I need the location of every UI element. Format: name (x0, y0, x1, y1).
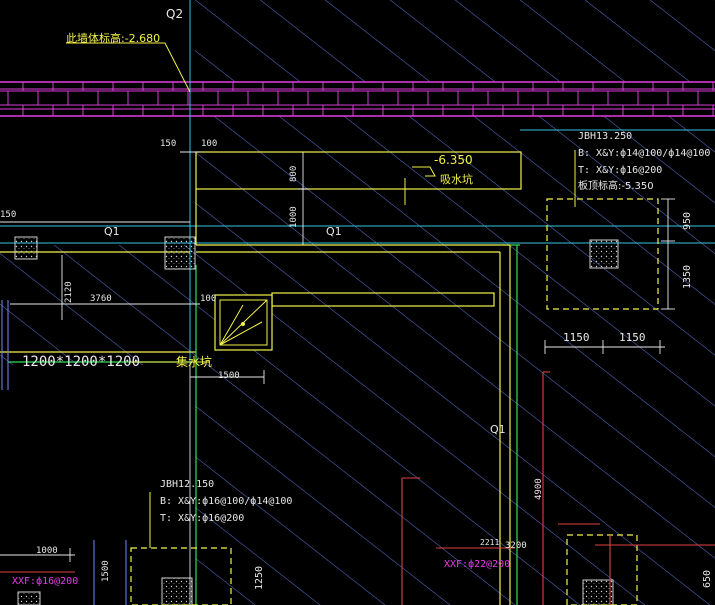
dim-800: 800 (289, 166, 299, 182)
xxf-right-label: XXF:ф22@200 (444, 558, 510, 570)
red-lines (0, 371, 715, 605)
jbh-right-top-rebar: T: X&Y:ф16@200 (578, 164, 662, 176)
leader-lines (66, 42, 576, 548)
dim-1150-left: 1150 (563, 331, 590, 344)
jbh-left-top-rebar: T: X&Y:ф16@200 (160, 512, 244, 524)
wall-elevation-note: 此墙体标高:-2.680 (66, 31, 160, 45)
magenta-wall-band (0, 81, 715, 117)
dim-3200: 3200 (505, 541, 527, 551)
dim-4900: 4900 (534, 478, 544, 500)
dim-1500: 1500 (218, 371, 240, 381)
column-right (589, 239, 619, 269)
dim-1000: 1000 (289, 206, 299, 228)
sump-pit[interactable] (214, 294, 273, 351)
dim-3760: 3760 (90, 294, 112, 304)
column-q2 (164, 236, 196, 270)
column-bottom-left (161, 577, 193, 605)
dim-1250: 1250 (254, 566, 265, 590)
grid-label-q2: Q2 (166, 7, 183, 21)
column-left (14, 236, 38, 260)
dim-100-mid: 100 (200, 294, 216, 304)
sump-box (195, 151, 522, 190)
structural-outlines (0, 151, 522, 605)
dim-1350: 1350 (682, 265, 693, 289)
dashed-pit-outlines (130, 198, 659, 605)
jbh-right-bottom-rebar: B: X&Y:ф14@100/ф14@100 (578, 147, 710, 159)
text-labels: Q2 此墙体标高:-2.680 150 100 800 1000 -6.350 … (0, 7, 713, 590)
dim-150-left: 150 (0, 210, 16, 220)
dim-1150-right: 1150 (619, 331, 646, 344)
jbh-right-title: JBH13.250 (578, 131, 632, 142)
jbh-right-elevation: 板顶标高:-5.350 (578, 179, 654, 192)
pit-size-label: 1200*1200*1200 (22, 354, 140, 370)
jbh-left-title: JBH12.150 (160, 479, 214, 490)
grid-label-q1-right: Q1 (490, 423, 506, 436)
dim-950: 950 (682, 212, 693, 230)
dim-650: 650 (702, 570, 713, 588)
hatch-upper-right (195, 0, 715, 605)
column-bottom-left2 (17, 591, 41, 605)
dim-150-top: 150 (160, 139, 176, 149)
sump-elevation: -6.350 (434, 153, 473, 167)
hatch-left-band (0, 245, 195, 365)
sump-label: 吸水坑 (440, 172, 473, 186)
columns (14, 236, 619, 605)
grid-label-q1-mid: Q1 (326, 225, 342, 238)
dim-100-top: 100 (201, 139, 217, 149)
pit-name-label: 集水坑 (176, 354, 212, 369)
grid-label-q1-left: Q1 (104, 225, 120, 238)
jbh-left-bottom-rebar: B: X&Y:ф16@100/ф14@100 (160, 495, 292, 507)
dim-1000-bottom: 1000 (36, 546, 58, 556)
column-bottom-right (582, 579, 614, 605)
dim-1500-bottom: 1500 (101, 560, 111, 582)
xxf-left-label: XXF:ф16@200 (12, 575, 78, 587)
dim-2211: 2211 (480, 538, 499, 547)
dimension-lines (0, 151, 675, 605)
blue-lines (1, 300, 127, 605)
dim-2120: 2120 (64, 281, 74, 303)
